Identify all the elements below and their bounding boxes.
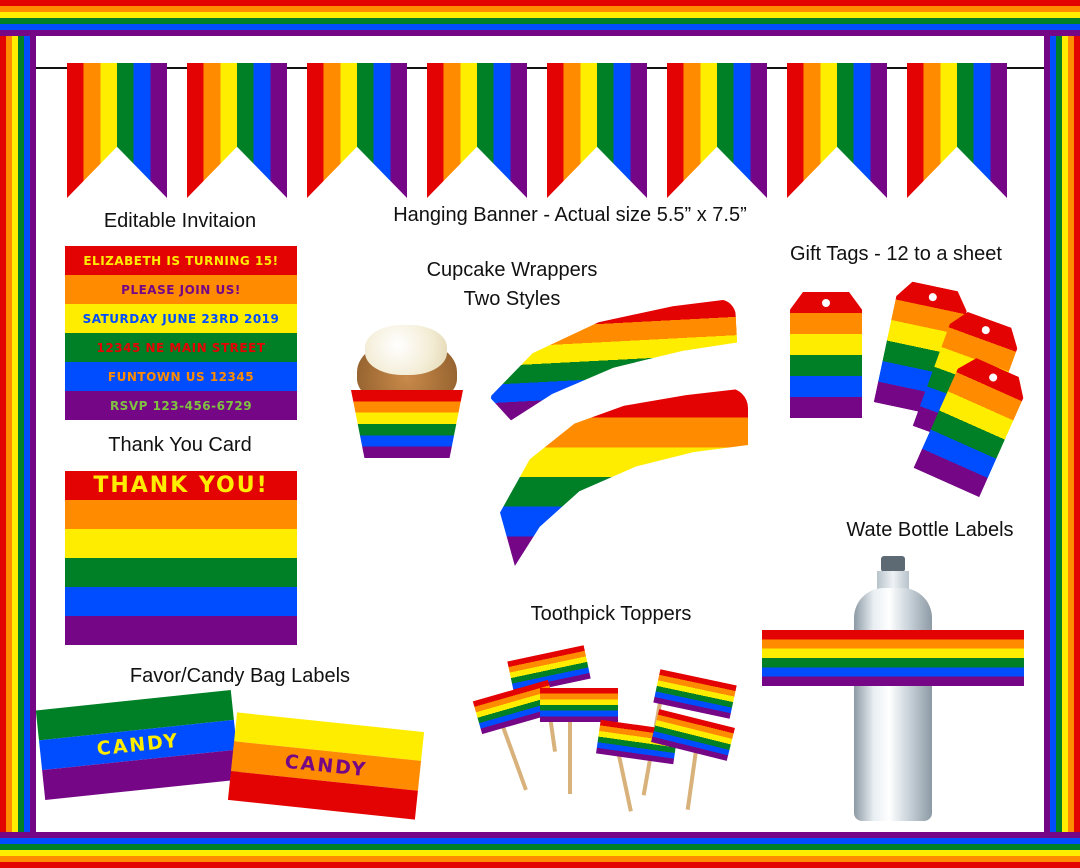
banner-pennant (667, 63, 767, 198)
banner-caption: Hanging Banner - Actual size 5.5” x 7.5” (393, 204, 747, 226)
thank-you-text: THANK YOU! (93, 473, 269, 498)
frame-top (0, 0, 1080, 36)
thank-you-title: Thank You Card (108, 434, 252, 456)
candy-label-2: CANDY (227, 712, 425, 820)
banner-pennant (307, 63, 407, 198)
water-bottle-title: Wate Bottle Labels (846, 519, 1014, 541)
candy-label-1: CANDY (35, 690, 241, 800)
water-bottle (848, 556, 938, 821)
invitation-card: ELIZABETH IS TURNING 15! PLEASE JOIN US!… (65, 246, 297, 420)
invitation-line: ELIZABETH IS TURNING 15! (65, 246, 297, 275)
cupcake-title-line2: Two Styles (463, 288, 561, 310)
banner-pennant (187, 63, 287, 198)
invitation-line: FUNTOWN US 12345 (65, 362, 297, 391)
banner-pennant (427, 63, 527, 198)
banner-pennant (907, 63, 1007, 198)
invitation-line: SATURDAY JUNE 23RD 2019 (65, 304, 297, 333)
banner-pennant (67, 63, 167, 198)
candy-label-text: CANDY (283, 750, 369, 782)
invitation-line: PLEASE JOIN US! (65, 275, 297, 304)
toothpick-flag (540, 688, 618, 722)
favor-title: Favor/Candy Bag Labels (129, 665, 351, 687)
thank-you-card: THANK YOU! (65, 471, 297, 648)
gift-tag (790, 292, 862, 418)
cupcake-image (345, 325, 475, 460)
candy-label-text: CANDY (95, 729, 181, 761)
gift-tags-title: Gift Tags - 12 to a sheet (790, 243, 1002, 265)
invitation-line: 12345 NE MAIN STREET (65, 333, 297, 362)
toothpick-title: Toothpick Toppers (530, 603, 692, 625)
cupcake-wrapper-scalloped (500, 388, 748, 566)
cupcake-title-line1: Cupcake Wrappers (426, 259, 598, 281)
frame-right (1044, 36, 1080, 832)
frame-left (0, 36, 36, 832)
invitation-line: RSVP 123-456-6729 (65, 391, 297, 420)
banner-pennant (787, 63, 887, 198)
water-bottle-label (762, 630, 1024, 686)
banner-string (36, 67, 1044, 69)
banner-pennant (547, 63, 647, 198)
invitation-title: Editable Invitaion (103, 210, 257, 232)
frame-bottom (0, 832, 1080, 868)
